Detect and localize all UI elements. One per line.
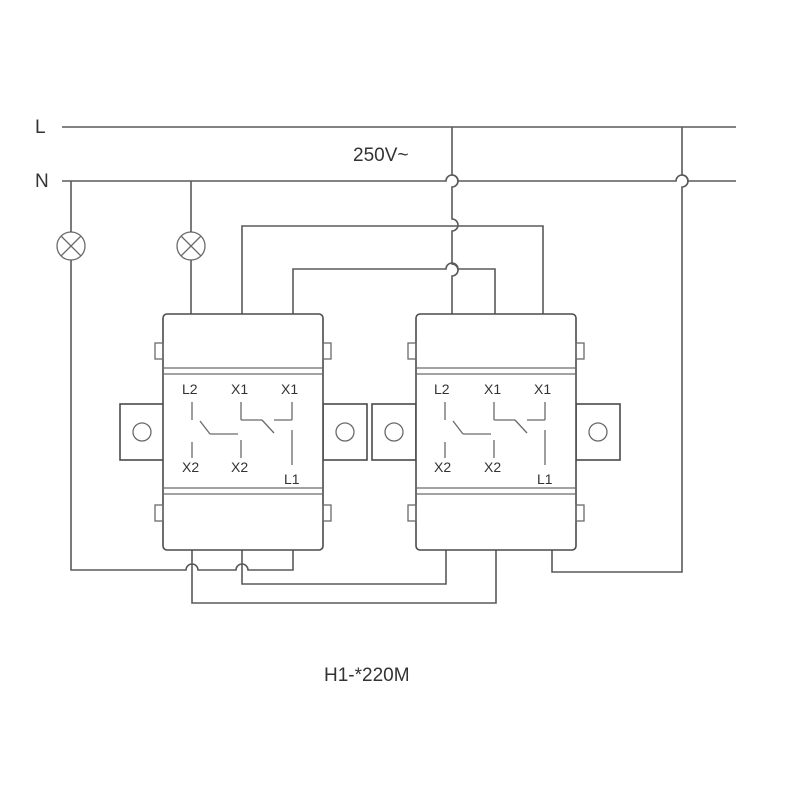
bottom-wire-b [191, 548, 497, 604]
switch-left: L2 X1 X1 X2 X2 L1 [119, 313, 368, 551]
right-terminal-L1: L1 [537, 471, 553, 487]
switch-right: L2 X1 X1 X2 X2 L1 [371, 313, 621, 551]
left-switch-contacts [191, 402, 293, 465]
right-terminal-X1-a: X1 [484, 381, 501, 397]
traveler-wire-outer [241, 225, 544, 316]
left-terminal-X1-b: X1 [281, 381, 298, 397]
model-caption: H1-*220M [324, 665, 410, 686]
right-terminal-X2-a: X2 [434, 459, 451, 475]
right-switch-left-screw-icon [384, 422, 404, 442]
left-terminal-X1-a: X1 [231, 381, 248, 397]
left-switch-left-ear [119, 403, 165, 461]
feed-wire-right-return [551, 127, 689, 573]
lamp-1-wire-return [70, 260, 294, 571]
label-N: N [35, 171, 49, 192]
right-switch-left-ear [371, 403, 417, 461]
left-terminal-X2-a: X2 [182, 459, 199, 475]
right-switch-body [415, 313, 577, 551]
label-L: L [35, 117, 46, 138]
label-voltage: 250V~ [353, 145, 408, 166]
left-switch-right-screw-icon [335, 422, 355, 442]
right-terminal-X2-b: X2 [484, 459, 501, 475]
right-switch-right-screw-icon [588, 422, 608, 442]
left-switch-left-screw-icon [132, 422, 152, 442]
traveler-wire-inner [292, 262, 496, 316]
right-switch-contacts [444, 402, 546, 465]
left-terminal-X2-b: X2 [231, 459, 248, 475]
neutral-bus-N [62, 174, 736, 182]
lamp-1-cross-b [60, 235, 82, 257]
right-terminal-X1-b: X1 [534, 381, 551, 397]
feed-wire-L-to-right-switch [451, 127, 459, 316]
right-terminal-L2: L2 [434, 381, 450, 397]
right-switch-right-ear [575, 403, 621, 461]
left-switch-right-ear [322, 403, 368, 461]
lamp-2-cross-b [180, 235, 202, 257]
left-terminal-L2: L2 [182, 381, 198, 397]
left-terminal-L1: L1 [284, 471, 300, 487]
bottom-wire-a [241, 548, 447, 585]
left-switch-body [162, 313, 324, 551]
